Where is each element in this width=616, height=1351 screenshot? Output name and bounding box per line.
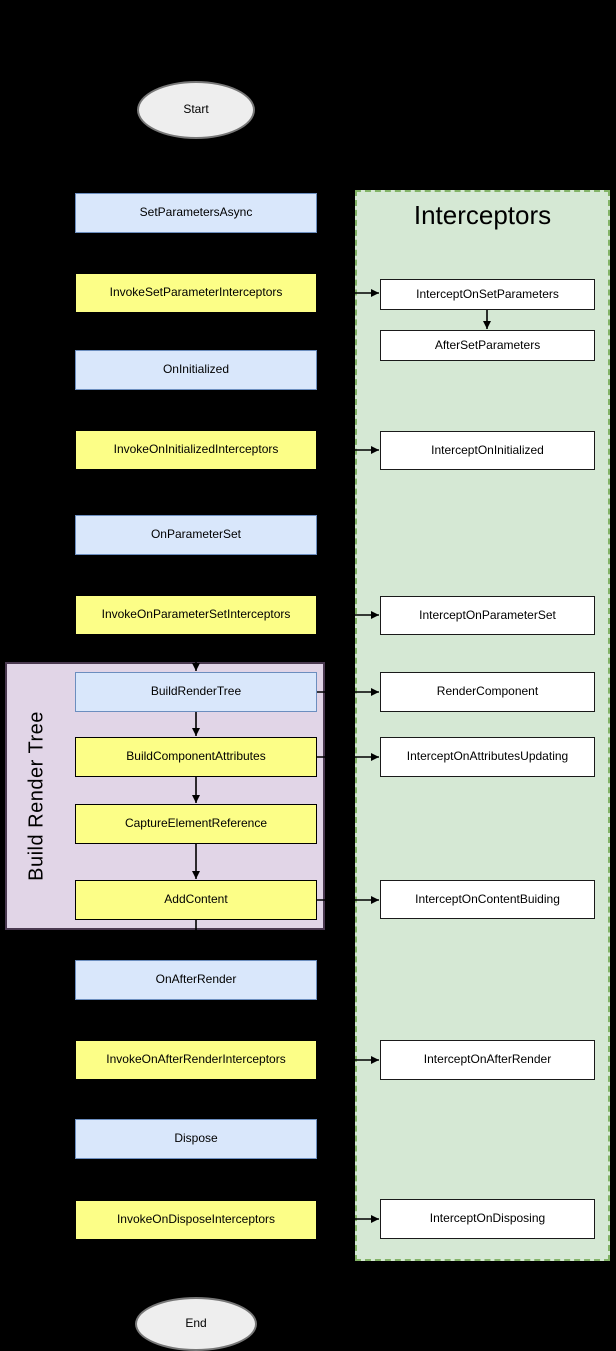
node-label: OnAfterRender — [155, 972, 237, 987]
node-label: InterceptOnParameterSet — [419, 607, 556, 622]
node-after-set-parameters: AfterSetParameters — [380, 330, 595, 361]
node-build-component-attributes: BuildComponentAttributes — [75, 737, 317, 777]
node-label: OnParameterSet — [150, 527, 242, 542]
node-intercept-on-attributes-updating: InterceptOnAttributesUpdating — [380, 737, 595, 777]
node-on-parameter-set: OnParameterSet — [75, 515, 317, 555]
node-label: RenderComponent — [436, 684, 539, 699]
node-build-render-tree: BuildRenderTree — [75, 672, 317, 712]
node-invoke-on-dispose-interceptors: InvokeOnDisposeInterceptors — [75, 1200, 317, 1240]
node-render-component: RenderComponent — [380, 672, 595, 712]
node-label: InvokeOnParameterSetInterceptors — [101, 607, 291, 622]
node-label: BuildComponentAttributes — [126, 749, 266, 764]
node-invoke-on-after-render-interceptors: InvokeOnAfterRenderInterceptors — [75, 1040, 317, 1080]
node-invoke-on-initialized-interceptors: InvokeOnInitializedInterceptors — [75, 430, 317, 470]
node-set-parameters-async: SetParametersAsync — [75, 193, 317, 233]
node-label: InvokeOnInitializedInterceptors — [113, 442, 279, 457]
node-label: InterceptOnInitialized — [431, 442, 544, 457]
node-label: InterceptOnAfterRender — [423, 1052, 552, 1067]
node-intercept-on-parameter-set: InterceptOnParameterSet — [380, 596, 595, 635]
node-intercept-on-initialized: InterceptOnInitialized — [380, 431, 595, 470]
node-start: Start — [137, 81, 255, 139]
node-label: OnInitialized — [162, 362, 230, 377]
node-label: InvokeOnDisposeInterceptors — [116, 1212, 276, 1227]
node-label: AddContent — [164, 892, 228, 907]
node-label: InvokeSetParameterInterceptors — [109, 285, 283, 300]
node-intercept-on-after-render: InterceptOnAfterRender — [380, 1040, 595, 1080]
node-add-content: AddContent — [75, 880, 317, 920]
interceptors-panel: Interceptors — [355, 190, 610, 1261]
node-end: End — [135, 1297, 257, 1351]
node-invoke-on-parameter-set-interceptors: InvokeOnParameterSetInterceptors — [75, 595, 317, 635]
node-label: Dispose — [174, 1131, 218, 1146]
node-on-after-render: OnAfterRender — [75, 960, 317, 1000]
node-intercept-on-disposing: InterceptOnDisposing — [380, 1199, 595, 1239]
node-label: SetParametersAsync — [139, 205, 253, 220]
node-capture-element-reference: CaptureElementReference — [75, 804, 317, 844]
node-label: InterceptOnAttributesUpdating — [406, 749, 569, 764]
build-render-tree-panel-label: Build Render Tree — [25, 711, 48, 881]
node-dispose: Dispose — [75, 1119, 317, 1159]
node-label: InterceptOnDisposing — [429, 1211, 546, 1226]
node-label: End — [185, 1316, 207, 1331]
interceptors-panel-title: Interceptors — [413, 199, 552, 230]
node-intercept-on-set-parameters: InterceptOnSetParameters — [380, 279, 595, 310]
node-label: BuildRenderTree — [150, 684, 242, 699]
node-label: CaptureElementReference — [124, 816, 268, 831]
node-label: InvokeOnAfterRenderInterceptors — [106, 1052, 286, 1067]
node-invoke-set-parameter-interceptors: InvokeSetParameterInterceptors — [75, 273, 317, 313]
node-label: InterceptOnContentBuiding — [415, 891, 560, 906]
node-label: AfterSetParameters — [434, 337, 541, 352]
node-label: InterceptOnSetParameters — [416, 286, 559, 301]
node-label: Start — [183, 102, 209, 117]
node-on-initialized: OnInitialized — [75, 350, 317, 390]
node-intercept-on-content-buiding: InterceptOnContentBuiding — [380, 880, 595, 919]
